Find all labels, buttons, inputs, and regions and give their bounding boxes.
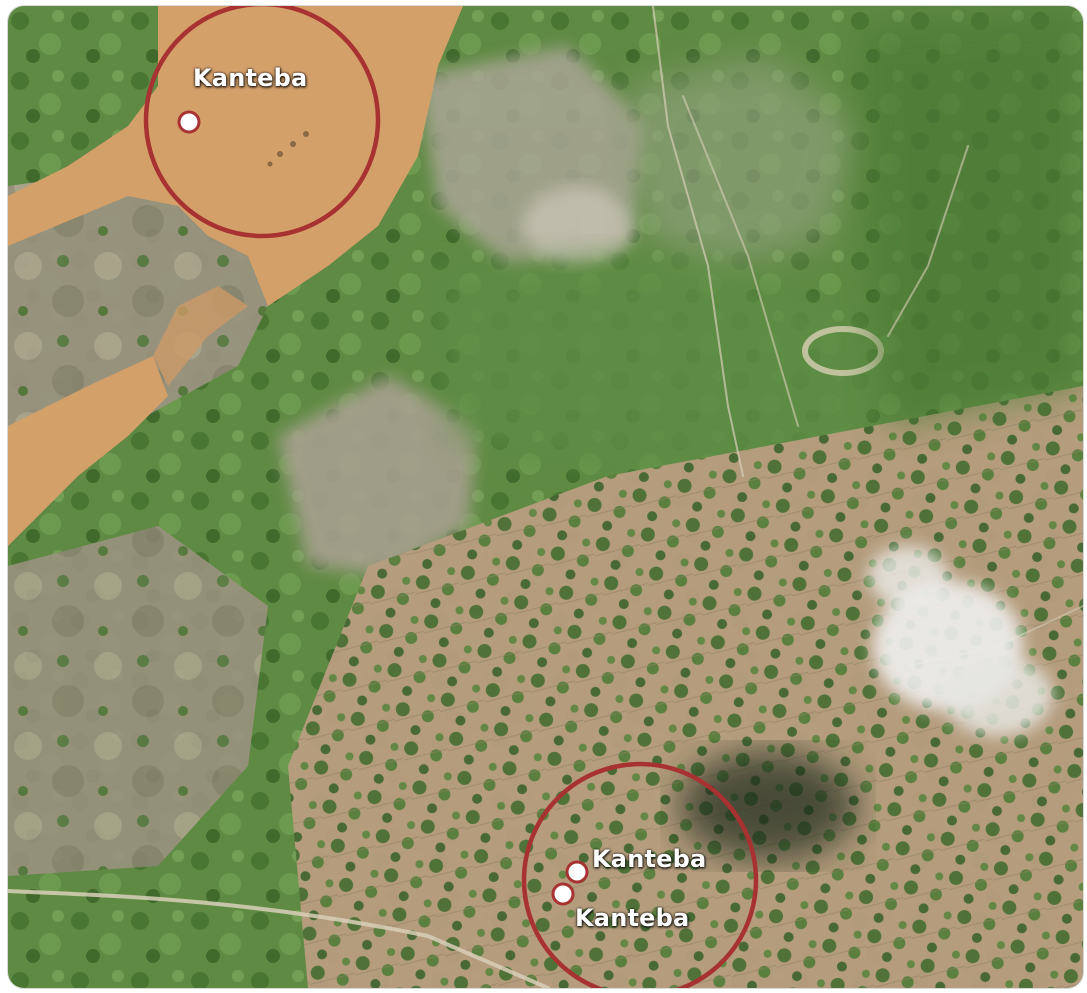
vegetation-top-right — [858, 6, 1083, 426]
place-marker-kanteba-north[interactable] — [177, 110, 201, 134]
highlight-circle-south — [521, 761, 759, 988]
cloud — [868, 546, 1053, 736]
bare-terrain-left — [8, 46, 858, 876]
place-label-kanteba-north: Kanteba — [193, 64, 308, 92]
tracks — [8, 6, 1083, 988]
place-marker-kanteba-south-2[interactable] — [551, 882, 575, 906]
fields-tint — [288, 386, 1083, 988]
place-marker-kanteba-south-1[interactable] — [565, 860, 589, 884]
place-label-kanteba-south-2: Kanteba — [575, 904, 690, 932]
map-frame[interactable]: Kanteba Kanteba Kanteba — [8, 6, 1083, 988]
river — [8, 6, 463, 546]
highlight-circle-north — [143, 6, 381, 239]
place-label-kanteba-south-1: Kanteba — [592, 845, 707, 873]
satellite-map[interactable] — [8, 6, 1083, 988]
cloud-shadow — [678, 751, 858, 861]
cultivated-fields — [288, 386, 1083, 988]
